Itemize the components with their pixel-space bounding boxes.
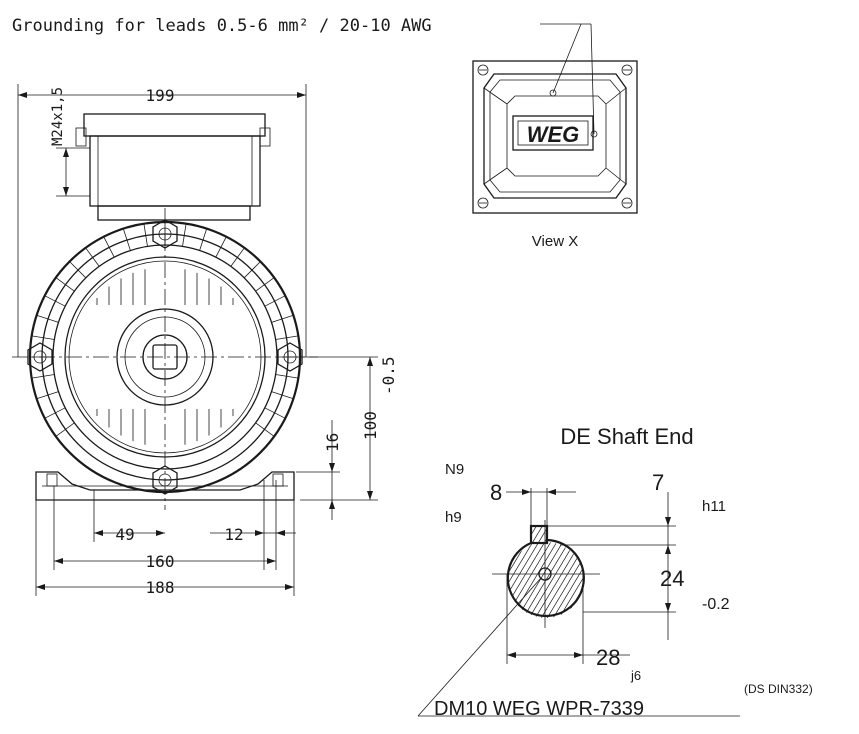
key-fit-h9: h9 (445, 509, 462, 526)
dim-key-width: 8 (490, 480, 502, 505)
shaft-dimension-lines (417, 488, 740, 717)
dim-foot-slot: 12 (224, 525, 243, 544)
dim-thread: M24x1,5 (50, 87, 66, 146)
dim-shaft-height-tol: -0.5 (379, 356, 398, 395)
dim-diameter: 28 (596, 645, 620, 670)
cooling-fins (30, 222, 300, 437)
center-hole-spec: DM10 WEG WPR-7339 (434, 698, 644, 720)
corner-screw-icon (477, 64, 633, 209)
key-bottom-tol: -0.2 (702, 596, 730, 613)
grounding-note: Grounding for leads 0.5-6 mm² / 20-10 AW… (12, 16, 432, 36)
dim-overall-width: 199 (146, 86, 175, 105)
view-x-terminal-box: WEG (472, 60, 638, 214)
fan-cover-grille (96, 269, 234, 445)
ground-point-icon (549, 89, 557, 97)
dim-foot-width: 188 (146, 578, 175, 597)
dim-key-bottom: 24 (660, 566, 684, 591)
svg-text:WEG: WEG (527, 122, 580, 147)
centerlines (12, 208, 318, 510)
grounding-leader (540, 23, 595, 135)
motor-front-view (27, 113, 303, 501)
dim-key-depth: 7 (652, 470, 664, 495)
dim-foot-thickness: 16 (323, 433, 342, 452)
center-hole-standard: (DS DIN332) (744, 682, 813, 696)
key-fit-n9: N9 (445, 461, 464, 478)
key-depth-fit: h11 (702, 498, 726, 515)
weg-logo: WEG (512, 115, 594, 151)
shaft-end-title: DE Shaft End (560, 424, 693, 449)
dim-foot-to-end: 49 (115, 525, 134, 544)
view-x-caption: View X (532, 233, 578, 250)
ground-point-icon (590, 130, 598, 138)
dim-shaft-height: 100 (361, 411, 380, 440)
diameter-fit: j6 (630, 668, 641, 683)
dim-foot-hole-spacing: 160 (146, 552, 175, 571)
dimension-lines (17, 84, 378, 596)
